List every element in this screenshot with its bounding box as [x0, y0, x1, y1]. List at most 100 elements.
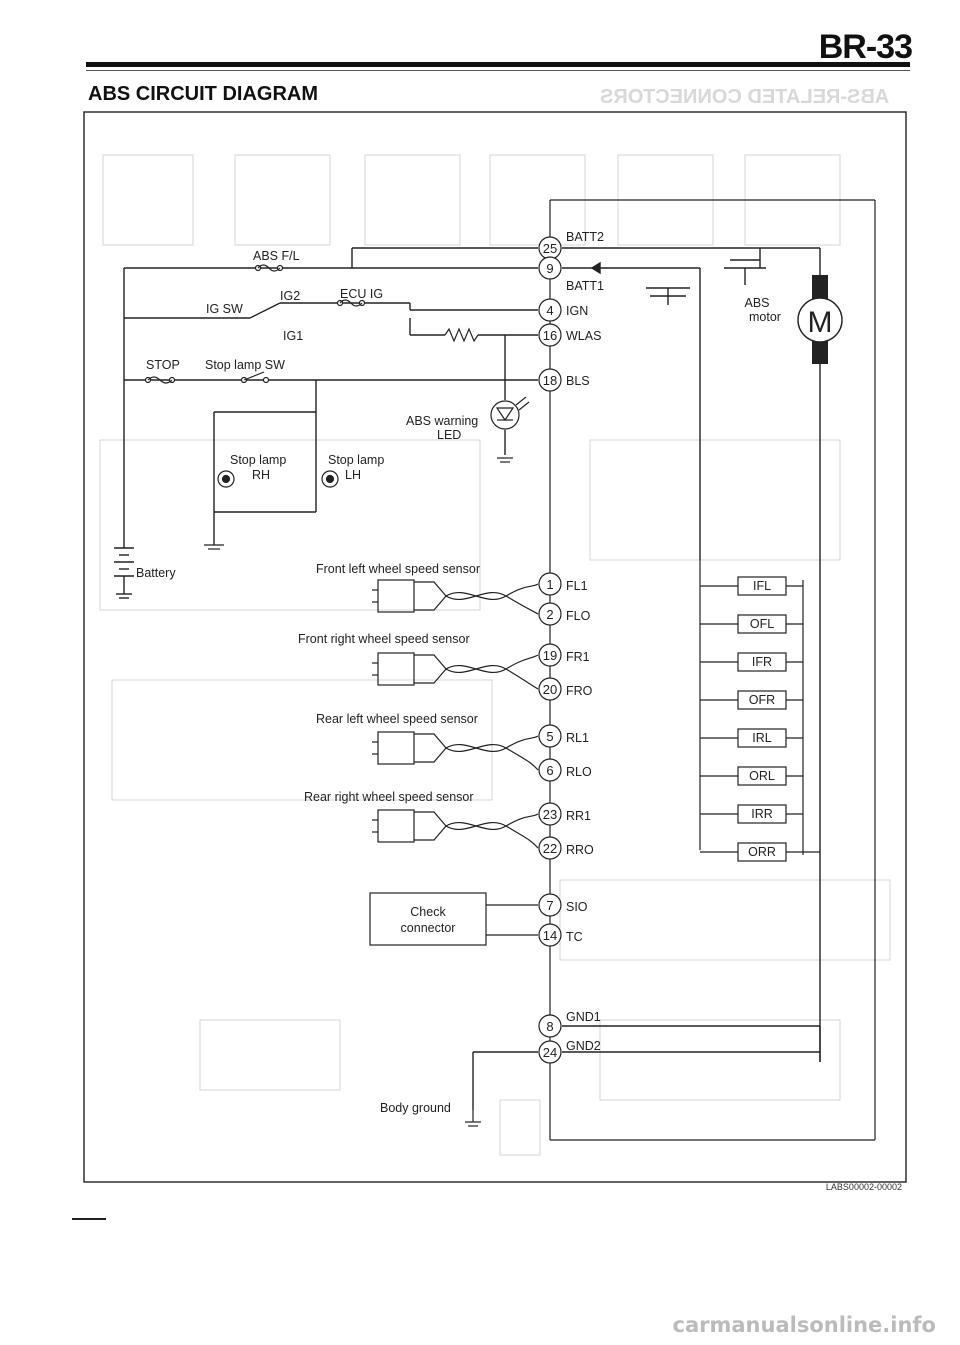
pin-19 [538, 643, 562, 667]
pin-number: 5 [546, 729, 553, 744]
pin-name: RR1 [566, 809, 591, 823]
battery-label: Battery [136, 566, 176, 580]
body-ground-label: Body ground [380, 1101, 451, 1115]
pin-23 [538, 802, 562, 826]
pin-8 [538, 1014, 562, 1038]
abs-ecu-boundary [549, 199, 876, 1141]
header-rule [86, 62, 910, 67]
ground-wiring [472, 1025, 821, 1110]
ig1-label: IG1 [283, 329, 303, 343]
check-connector [369, 892, 538, 946]
pin-name: BATT1 [566, 279, 604, 293]
pin-number: 18 [543, 373, 557, 388]
pin-name: FR1 [566, 650, 590, 664]
stop-lamp-switch-label: Stop lamp SW [205, 358, 285, 372]
pin-number: 2 [546, 607, 553, 622]
ig-switch-label: IG SW [206, 302, 243, 316]
abs-warning-led-label: LED [437, 428, 461, 442]
ecu-ig-label: ECU IG [340, 287, 383, 301]
footer-mark [72, 1218, 106, 1220]
pin-names: BATT2 BATT1 IGN WLAS BLS FL1 FLO FR1 FRO… [566, 230, 604, 1053]
pin-name: SIO [566, 900, 588, 914]
ecu-pins [538, 236, 562, 1064]
valve-labels: IFL OFL IFR OFR IRL ORL IRR ORR [748, 579, 776, 859]
valve-label: ORR [748, 845, 776, 859]
solenoid-valve-bank [699, 560, 820, 862]
relay-icons [590, 259, 766, 305]
pin-18 [538, 368, 562, 392]
site-watermark: carmanualsonline.info [672, 1313, 936, 1337]
valve-label: IRR [751, 807, 773, 821]
sensor-rear-right [372, 809, 539, 849]
abs-motor-label-2: motor [749, 310, 781, 324]
pin-name: BATT2 [566, 230, 604, 244]
stop-lamp-rh-side: RH [252, 468, 270, 482]
sensor-front-right [372, 652, 539, 690]
pin-numbers: 25 9 4 16 18 1 2 19 20 5 6 23 22 7 14 8 … [543, 241, 557, 1060]
pin-2 [538, 602, 562, 626]
pin-name: GND2 [566, 1039, 601, 1053]
stop-fuse-label: STOP [146, 358, 180, 372]
pin-20 [538, 677, 562, 701]
pin-number: 4 [546, 303, 553, 318]
pin-number: 9 [546, 261, 553, 276]
check-connector-label: Check [410, 905, 446, 919]
front-left-sensor-label: Front left wheel speed sensor [316, 562, 480, 576]
stop-lamp-lh-side: LH [345, 468, 361, 482]
pin-16 [538, 323, 562, 347]
pin-number: 22 [543, 841, 557, 856]
valve-label: OFR [749, 693, 775, 707]
header-rule-thin [86, 70, 910, 71]
pin-number: 16 [543, 328, 557, 343]
sensor-rear-left [372, 731, 539, 771]
pin-5 [538, 724, 562, 748]
stop-lamp-rh-label: Stop lamp [230, 453, 286, 467]
pin-number: 20 [543, 682, 557, 697]
valve-label: OFL [750, 617, 774, 631]
sensor-front-left [372, 579, 539, 615]
pin-number: 19 [543, 648, 557, 663]
pin-name: RL1 [566, 731, 589, 745]
pin-number: 6 [546, 763, 553, 778]
diagram-frame [83, 111, 907, 1183]
battery-icon [114, 530, 134, 599]
stop-lamp-icons [217, 470, 339, 488]
pin-name: TC [566, 930, 583, 944]
pin-number: 23 [543, 807, 557, 822]
rear-left-sensor-label: Rear left wheel speed sensor [316, 712, 478, 726]
pin-name: FRO [566, 684, 593, 698]
pin-number: 7 [546, 898, 553, 913]
section-title: ABS CIRCUIT DIAGRAM [88, 83, 318, 105]
pin-9 [538, 256, 562, 280]
valve-label: IRL [752, 731, 772, 745]
motor-symbol: M [808, 306, 833, 339]
front-right-sensor-label: Front right wheel speed sensor [298, 632, 470, 646]
page-number: BR-33 [818, 28, 913, 66]
pin-1 [538, 572, 562, 596]
pin-name: FL1 [566, 579, 588, 593]
valve-label: IFR [752, 655, 772, 669]
pin-7 [538, 893, 562, 917]
pin-number: 24 [543, 1045, 557, 1060]
pin-name: FLO [566, 609, 591, 623]
pin-name: GND1 [566, 1010, 601, 1024]
wiring [123, 247, 821, 1062]
warning-led-icon [490, 396, 530, 463]
abs-fusible-link-label: ABS F/L [253, 249, 300, 263]
figure-reference-code: LABS00002-00002 [825, 1182, 902, 1192]
abs-motor-label: ABS [744, 296, 769, 310]
pin-name: RLO [566, 765, 592, 779]
ground-icons [204, 544, 481, 1127]
pin-14 [538, 923, 562, 947]
pin-number: 8 [546, 1019, 553, 1034]
valve-label: IFL [753, 579, 771, 593]
abs-warning-label: ABS warning [406, 414, 478, 428]
pin-number: 1 [546, 577, 553, 592]
pin-name: BLS [566, 374, 590, 388]
pin-number: 14 [543, 928, 557, 943]
pin-22 [538, 836, 562, 860]
ig2-label: IG2 [280, 289, 300, 303]
abs-motor-icon [797, 275, 843, 364]
rear-right-sensor-label: Rear right wheel speed sensor [304, 790, 474, 804]
